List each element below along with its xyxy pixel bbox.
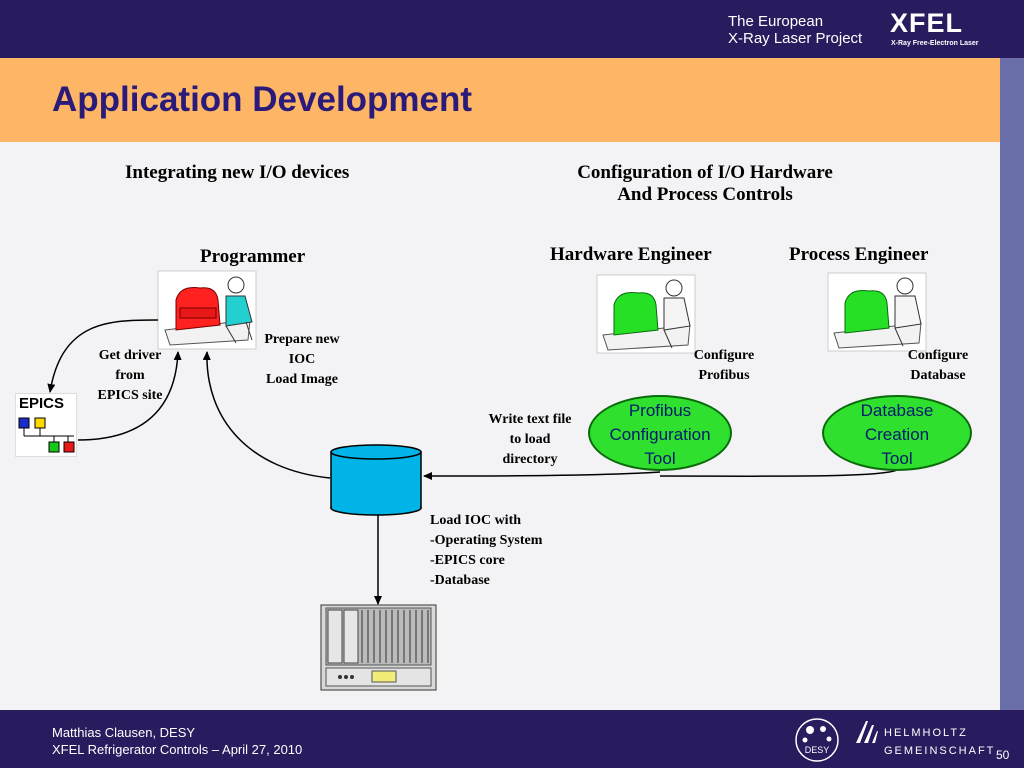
footer-event: XFEL Refrigerator Controls – April 27, 2…: [52, 742, 303, 757]
load-ioc-line-2: -Operating System: [430, 533, 543, 548]
profibus-tool-line-1: Profibus: [628, 401, 692, 420]
hardware-engineer-label: Hardware Engineer: [550, 244, 712, 265]
configure-database-label: Configure Database: [898, 346, 978, 386]
configure-database-line-1: Configure: [907, 348, 969, 363]
database-tool-line-2: Creation: [864, 425, 930, 444]
programmer-icon: [157, 270, 257, 350]
page-number: 50: [996, 748, 1010, 762]
get-driver-line-1: Get driver: [98, 348, 162, 363]
prepare-ioc-label: Prepare new IOC Load Image: [252, 330, 352, 390]
process-engineer-icon: [827, 272, 927, 352]
brand-line-2: X-Ray Laser Project: [728, 30, 863, 47]
epics-label: EPICS: [19, 395, 65, 412]
image-repository-database: [330, 444, 422, 516]
right-heading: Configuration of I/O Hardware And Proces…: [549, 162, 861, 206]
arrow-epics-to-programmer: [77, 351, 182, 441]
get-driver-line-3: EPICS site: [97, 388, 163, 403]
arrow-database-tool-to-database: [659, 469, 898, 477]
footer-author: Matthias Clausen, DESY: [52, 725, 196, 740]
prepare-ioc-line-2: IOC: [288, 352, 316, 367]
database-tool-line-3: Tool: [881, 449, 913, 468]
epics-network-icon: [18, 417, 75, 453]
load-ioc-label: Load IOC with -Operating System -EPICS c…: [430, 511, 542, 591]
desy-logo-label: DESY: [805, 745, 830, 755]
programmer-label: Programmer: [200, 246, 306, 267]
brand-line-1: The European: [728, 13, 824, 30]
helmholtz-mark-icon: [856, 721, 878, 743]
write-text-line-3: directory: [502, 452, 558, 467]
left-heading: Integrating new I/O devices: [125, 162, 350, 183]
configure-database-line-2: Database: [910, 368, 966, 383]
database-tool-line-1: Database: [860, 401, 934, 420]
configure-profibus-line-2: Profibus: [698, 368, 750, 383]
footer-text: Matthias Clausen, DESY XFEL Refrigerator…: [52, 724, 302, 758]
page-title: Application Development: [52, 80, 473, 119]
write-text-file-label: Write text file to load directory: [476, 410, 584, 470]
ioc-crate: [320, 604, 437, 691]
process-engineer-label: Process Engineer: [789, 244, 929, 265]
write-text-line-1: Write text file: [488, 412, 572, 427]
right-heading-line-1: Configuration of I/O Hardware: [577, 162, 833, 183]
xfel-logo-word: XFEL: [890, 8, 964, 38]
helmholtz-line-1: HELMHOLTZ: [884, 727, 968, 739]
profibus-tool-line-2: Configuration: [609, 425, 711, 444]
profibus-tool-line-3: Tool: [644, 449, 676, 468]
right-heading-line-2: And Process Controls: [617, 184, 793, 205]
load-ioc-line-4: -Database: [430, 573, 490, 588]
xfel-logo-subtitle: X-Ray Free-Electron Laser: [891, 40, 979, 47]
hardware-engineer-icon: [596, 274, 696, 354]
get-driver-label: Get driver from EPICS site: [80, 346, 180, 406]
database-creation-tool: Database Creation Tool: [822, 395, 972, 471]
desy-logo: DESY: [795, 718, 839, 762]
get-driver-line-2: from: [115, 368, 145, 383]
epics-logo: EPICS: [15, 393, 77, 457]
configure-profibus-line-1: Configure: [693, 348, 755, 363]
title-band: Application Development: [0, 58, 1000, 142]
profibus-configuration-tool: Profibus Configuration Tool: [588, 395, 732, 471]
load-ioc-line-1: Load IOC with: [430, 513, 522, 528]
arrow-database-to-programmer: [202, 351, 331, 479]
footer-bar: Matthias Clausen, DESY XFEL Refrigerator…: [0, 710, 1024, 768]
arrow-programmer-to-epics: [47, 319, 159, 393]
xfel-logo: XFEL X-Ray Free-Electron Laser: [886, 6, 984, 52]
header-bar: The European X-Ray Laser Project XFEL X-…: [0, 0, 1024, 58]
helmholtz-logo-text: HELMHOLTZ GEMEINSCHAFT: [884, 724, 995, 760]
brand-text: The European X-Ray Laser Project: [728, 13, 862, 47]
prepare-ioc-line-3: Load Image: [266, 372, 338, 387]
configure-profibus-label: Configure Profibus: [684, 346, 764, 386]
prepare-ioc-line-1: Prepare new: [264, 332, 340, 347]
arrow-profibus-tool-to-database: [423, 471, 661, 480]
load-ioc-line-3: -EPICS core: [430, 553, 505, 568]
write-text-line-2: to load: [509, 432, 551, 447]
helmholtz-line-2: GEMEINSCHAFT: [884, 745, 996, 757]
side-strip: [1000, 58, 1024, 710]
